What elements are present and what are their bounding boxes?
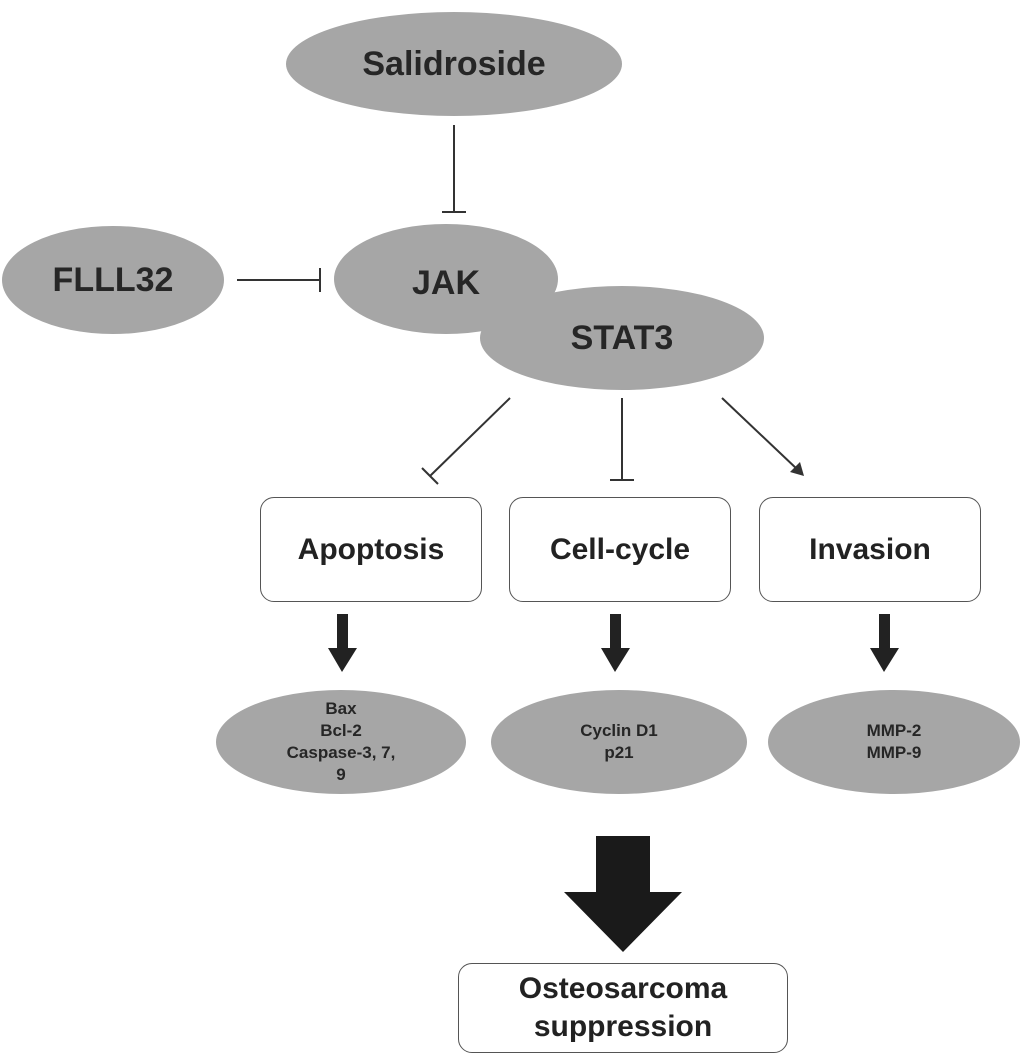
box-invasion-label: Invasion (809, 532, 931, 566)
marker-bcl2: Bcl-2 (320, 721, 362, 740)
markers-cell-cycle: Cyclin D1 p21 (491, 690, 747, 794)
thick-arrow-apoptosis-head (328, 648, 357, 672)
node-stat3: STAT3 (480, 286, 764, 390)
outcome-line-2: suppression (533, 1010, 713, 1043)
node-salidroside: Salidroside (286, 12, 622, 116)
box-cell-cycle-label: Cell-cycle (549, 532, 691, 566)
marker-p21: p21 (604, 743, 634, 762)
activate-line-stat3-invasion (721, 397, 799, 471)
thick-arrow-invasion-shaft (879, 614, 890, 650)
marker-caspase-cont: 9 (336, 765, 346, 784)
box-invasion: Invasion (759, 497, 981, 602)
inhibit-bar-stat3-apoptosis (421, 467, 439, 485)
marker-mmp9: MMP-9 (866, 743, 922, 762)
box-cell-cycle: Cell-cycle (509, 497, 731, 602)
node-stat3-label: STAT3 (570, 318, 674, 357)
thick-arrow-apoptosis-shaft (337, 614, 348, 650)
node-jak-label: JAK (411, 264, 481, 302)
markers-apoptosis: Bax Bcl-2 Caspase-3, 7, 9 (216, 690, 466, 794)
box-apoptosis-label: Apoptosis (297, 532, 445, 566)
node-flll32: FLLL32 (2, 226, 224, 334)
inhibit-line-stat3-apoptosis (429, 397, 511, 477)
big-arrow-shaft (596, 836, 650, 894)
marker-bax: Bax (325, 699, 357, 718)
marker-mmp2: MMP-2 (866, 721, 922, 740)
thick-arrow-invasion-head (870, 648, 899, 672)
marker-cyclin-d1: Cyclin D1 (580, 721, 658, 740)
markers-invasion: MMP-2 MMP-9 (768, 690, 1020, 794)
node-salidroside-label: Salidroside (362, 44, 546, 83)
node-flll32-label: FLLL32 (52, 260, 174, 299)
outcome-line-1: Osteosarcoma (518, 972, 728, 1005)
box-outcome: Osteosarcoma suppression (458, 963, 788, 1053)
big-arrow-head (564, 892, 682, 952)
activate-arrowhead-stat3-invasion (790, 462, 804, 476)
thick-arrow-cellcycle-head (601, 648, 630, 672)
thick-arrow-cellcycle-shaft (610, 614, 621, 650)
marker-caspase: Caspase-3, 7, (286, 743, 396, 762)
box-apoptosis: Apoptosis (260, 497, 482, 602)
